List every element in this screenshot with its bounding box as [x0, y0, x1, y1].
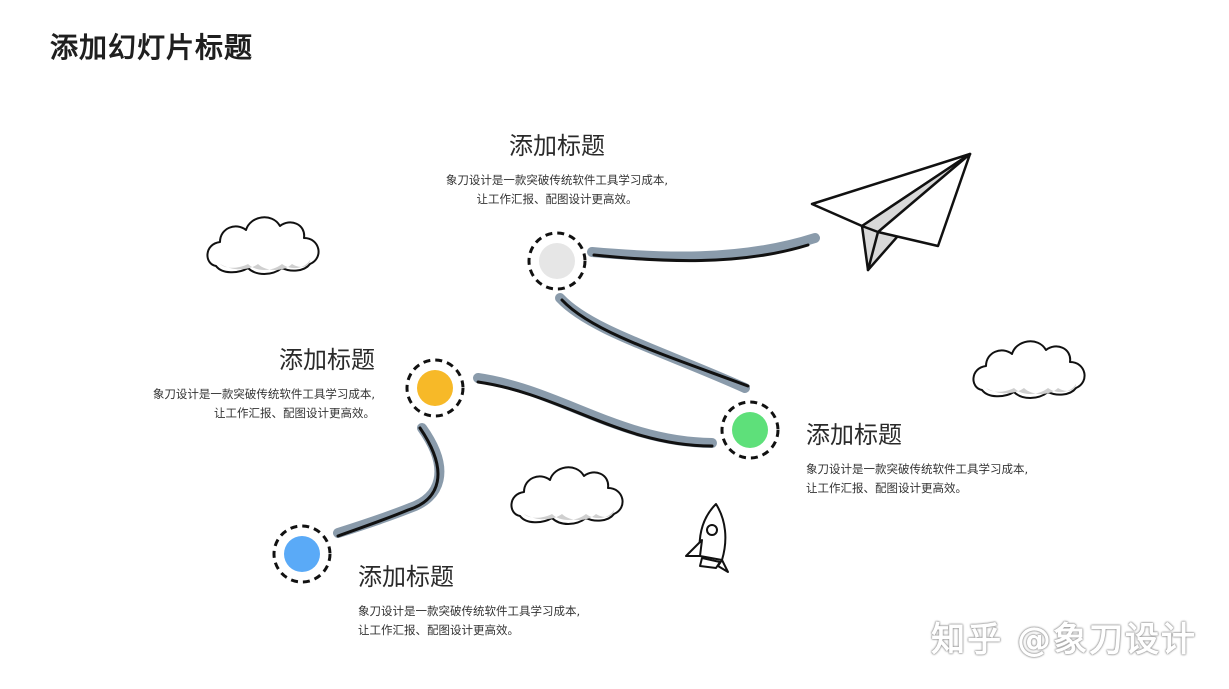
cloud-icon [206, 216, 320, 275]
node-desc-line2: 让工作汇报、配图设计更高效。 [476, 192, 638, 206]
node-text-4: 添加标题 象刀设计是一款突破传统软件工具学习成本, 让工作汇报、配图设计更高效。 [358, 557, 628, 640]
path-shadow-1 [587, 233, 820, 262]
path-line-3 [476, 380, 714, 448]
rocket-icon [685, 503, 729, 573]
node-desc-line1: 象刀设计是一款突破传统软件工具学习成本, [152, 387, 375, 401]
path-line-1 [592, 243, 810, 263]
node-heading: 添加标题 [279, 346, 375, 374]
path-lines [336, 243, 810, 538]
node-text-2: 添加标题 象刀设计是一款突破传统软件工具学习成本, 让工作汇报、配图设计更高效。 [110, 340, 375, 423]
node-desc-line1: 象刀设计是一款突破传统软件工具学习成本, [445, 173, 669, 187]
node-desc-line1: 象刀设计是一款突破传统软件工具学习成本, [358, 604, 581, 618]
node-desc-line2: 让工作汇报、配图设计更高效。 [358, 623, 519, 637]
node-heading: 添加标题 [509, 132, 605, 160]
node-circle-3 [720, 400, 780, 460]
cloud-icon [972, 340, 1086, 399]
node-text-3: 添加标题 象刀设计是一款突破传统软件工具学习成本, 让工作汇报、配图设计更高效。 [806, 415, 1076, 498]
node-desc-line2: 让工作汇报、配图设计更高效。 [806, 481, 967, 495]
node-desc-line2: 让工作汇报、配图设计更高效。 [214, 406, 375, 420]
paper-plane-icon [810, 152, 972, 272]
node-circle-4 [272, 524, 332, 584]
watermark: 知乎 @象刀设计 [931, 620, 1197, 660]
node-text-1: 添加标题 象刀设计是一款突破传统软件工具学习成本, 让工作汇报、配图设计更高效。 [420, 126, 694, 209]
node-desc-line1: 象刀设计是一款突破传统软件工具学习成本, [806, 462, 1029, 476]
path-line-2 [560, 298, 750, 388]
path-line-4 [336, 426, 440, 538]
node-heading: 添加标题 [358, 563, 454, 591]
node-heading: 添加标题 [806, 421, 902, 449]
node-circle-2 [405, 358, 465, 418]
path-shadow-3 [473, 373, 717, 448]
node-circle-1 [527, 231, 587, 291]
page-title: 添加幻灯片标题 [50, 31, 254, 64]
cloud-icon [510, 466, 624, 525]
